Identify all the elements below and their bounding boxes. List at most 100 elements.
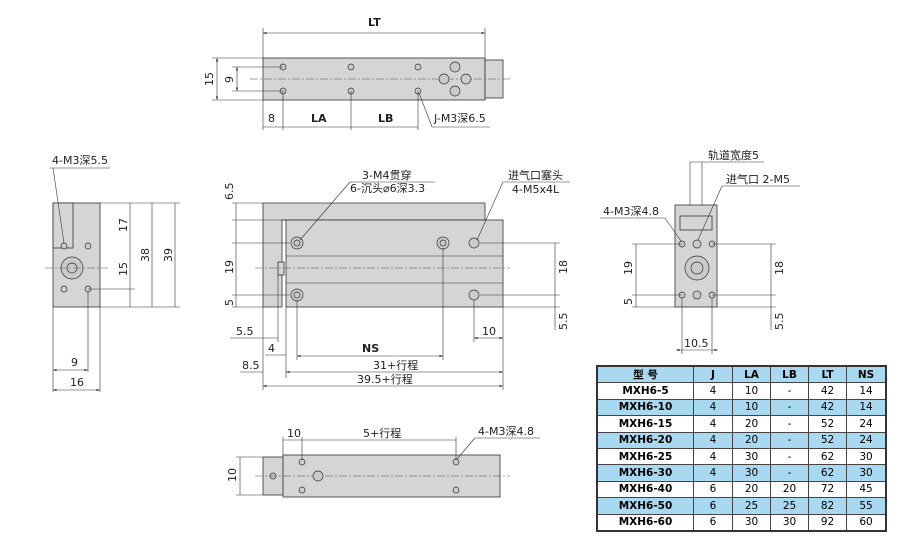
header-lb: LB <box>770 365 809 384</box>
table-header-row: 型 号 J LA LB LT NS <box>596 365 887 384</box>
dim-la: LA <box>311 112 327 125</box>
dim-9-left: 9 <box>71 356 78 369</box>
dim-31-stroke: 31+行程 <box>373 359 418 372</box>
value-cell: 25 <box>770 497 809 515</box>
left-thread-note: 4-M3深5.5 <box>52 154 108 167</box>
value-cell: - <box>770 382 809 400</box>
value-cell: 6 <box>693 497 733 515</box>
right-dim-19: 19 <box>622 261 635 275</box>
note-port-thread: 4-M5x4L <box>512 183 560 196</box>
dim-5-5-right: 5.5 <box>557 313 570 331</box>
right-dim-5-5: 5.5 <box>773 313 786 331</box>
dim-4: 4 <box>268 342 275 355</box>
dim-39: 39 <box>162 248 175 262</box>
front-view: 3-M4贯穿 6-沉头⌀6深3.3 进气口塞头 4-M5x4L 6.5 19 5… <box>223 168 570 390</box>
dim-16: 16 <box>70 376 84 389</box>
value-cell: 82 <box>808 497 847 515</box>
dim-15-left: 15 <box>117 262 130 276</box>
value-cell: 45 <box>846 480 887 499</box>
dim-5: 5 <box>223 299 236 306</box>
dim-19: 19 <box>223 260 236 274</box>
value-cell: 30 <box>732 513 771 532</box>
dim-5-5: 5.5 <box>236 325 254 338</box>
right-port-note: 进气口 2-M5 <box>726 172 790 186</box>
left-view: 4-M3深5.5 17 15 38 39 9 16 <box>45 154 180 392</box>
value-cell: - <box>770 447 809 466</box>
dim-ns: NS <box>362 342 379 355</box>
model-cell: MXH6-25 <box>596 447 694 466</box>
dim-8: 8 <box>268 112 275 125</box>
value-cell: 4 <box>693 431 733 449</box>
rail-width-note: 轨道宽度5 <box>708 148 759 162</box>
header-model: 型 号 <box>596 365 694 384</box>
value-cell: 62 <box>808 447 847 466</box>
value-cell: 42 <box>808 398 847 417</box>
value-cell: 30 <box>770 513 809 532</box>
top-view: LT 15 9 8 LA LB J-M3深6.5 <box>203 16 510 130</box>
value-cell: 52 <box>808 415 847 433</box>
value-cell: 25 <box>732 497 771 515</box>
model-cell: MXH6-60 <box>596 513 694 532</box>
dim-38: 38 <box>139 248 152 262</box>
note-counterbore: 6-沉头⌀6深3.3 <box>350 182 425 195</box>
header-lt: LT <box>808 365 847 384</box>
value-cell: 6 <box>693 480 733 499</box>
value-cell: 4 <box>693 447 733 466</box>
value-cell: 4 <box>693 415 733 433</box>
value-cell: 14 <box>846 382 887 400</box>
dim-9: 9 <box>223 76 236 83</box>
header-j: J <box>693 365 733 384</box>
dim-10: 10 <box>482 325 496 338</box>
right-dim-5: 5 <box>622 298 635 305</box>
dim-15: 15 <box>203 72 216 86</box>
model-cell: MXH6-30 <box>596 464 694 482</box>
model-cell: MXH6-5 <box>596 382 694 400</box>
value-cell: 14 <box>846 398 887 417</box>
value-cell: 6 <box>693 513 733 532</box>
value-cell: 10 <box>732 398 771 417</box>
value-cell: 30 <box>732 464 771 482</box>
note-port-plug: 进气口塞头 <box>508 168 563 182</box>
value-cell: 42 <box>808 382 847 400</box>
value-cell: 4 <box>693 382 733 400</box>
header-la: LA <box>732 365 771 384</box>
dim-6-5: 6.5 <box>223 183 236 201</box>
value-cell: 10 <box>732 382 771 400</box>
value-cell: 52 <box>808 431 847 449</box>
model-cell: MXH6-50 <box>596 497 694 515</box>
value-cell: 60 <box>846 513 887 532</box>
dim-39-5-stroke: 39.5+行程 <box>357 373 413 386</box>
right-dim-10-5: 10.5 <box>684 337 709 350</box>
model-cell: MXH6-10 <box>596 398 694 417</box>
value-cell: 62 <box>808 464 847 482</box>
value-cell: 30 <box>846 447 887 466</box>
dim-8-5: 8.5 <box>242 359 260 372</box>
value-cell: - <box>770 464 809 482</box>
dim-lt: LT <box>368 16 381 29</box>
bottom-thread-note: 4-M3深4.8 <box>478 425 534 438</box>
model-cell: MXH6-20 <box>596 431 694 449</box>
value-cell: 92 <box>808 513 847 532</box>
value-cell: 24 <box>846 415 887 433</box>
bottom-dim-10: 10 <box>287 427 301 440</box>
value-cell: 30 <box>846 464 887 482</box>
value-cell: 55 <box>846 497 887 515</box>
model-cell: MXH6-40 <box>596 480 694 499</box>
value-cell: 4 <box>693 464 733 482</box>
dim-17: 17 <box>117 218 130 232</box>
bottom-dim-h10: 10 <box>226 468 239 482</box>
value-cell: 20 <box>732 431 771 449</box>
bottom-dim-stroke: 5+行程 <box>363 427 401 440</box>
right-thread-note: 4-M3深4.8 <box>603 205 659 218</box>
right-dim-18: 18 <box>773 261 786 275</box>
right-view: 轨道宽度5 进气口 2-M5 4-M3深4.8 19 5 18 5.5 10.5 <box>600 148 800 354</box>
